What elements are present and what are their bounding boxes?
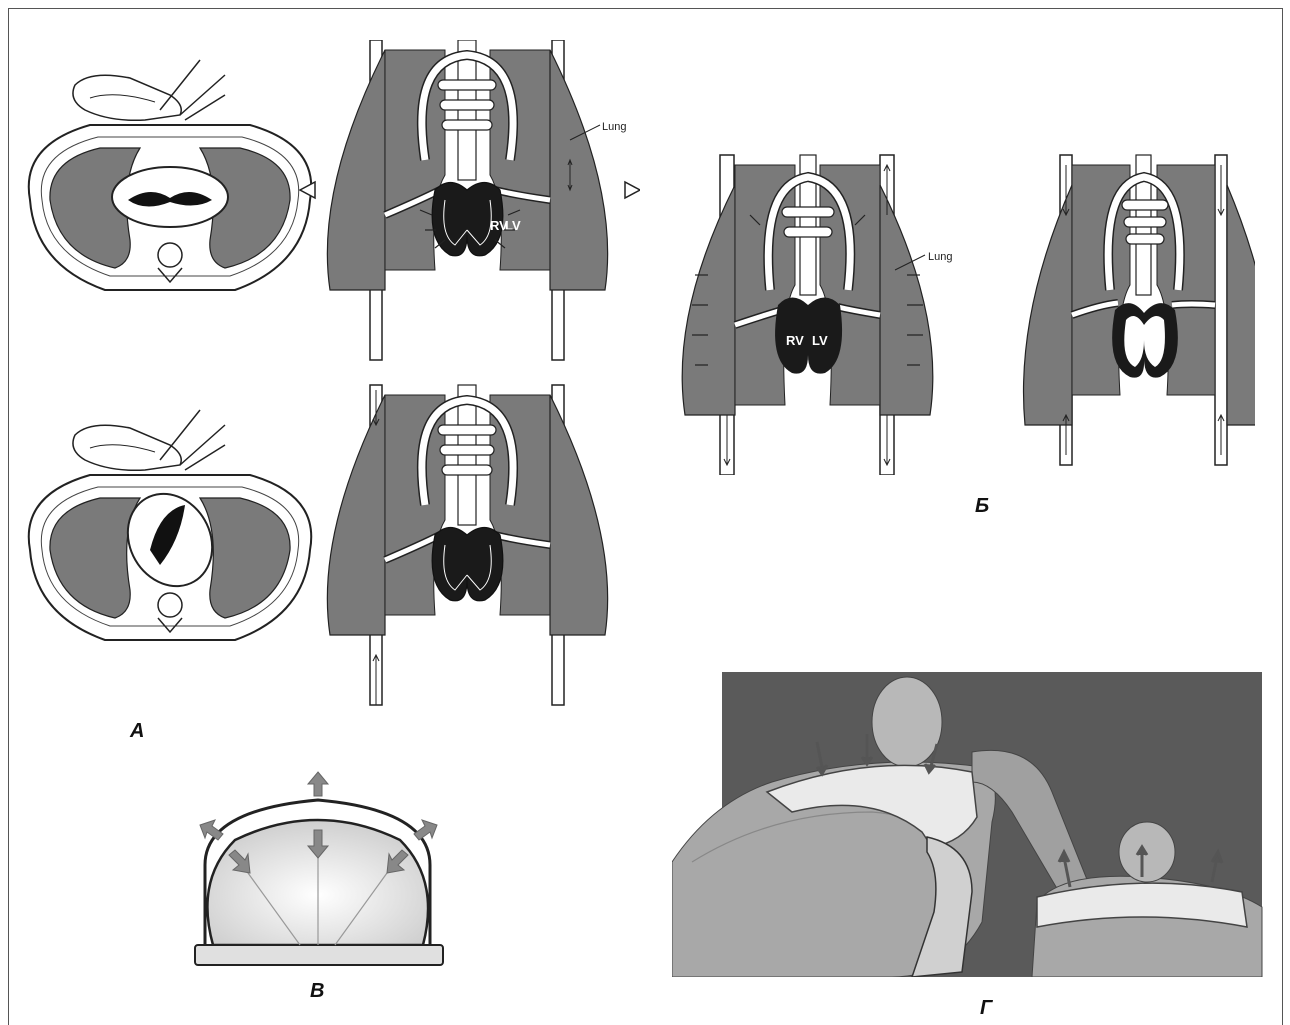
chest-cross-section-bottom [29,475,312,640]
chest-cross-section-top [29,125,312,290]
arrow-up [308,772,328,796]
compression-hands-bottom [73,410,225,470]
heart-lung-diagram-bottom [327,385,607,705]
heart-lung-diagram-b-left: RV LV Lung [682,155,952,475]
panel-a-drawing: RV LV Lung [20,40,640,730]
label-a: А [130,720,144,743]
compression-hands-top [73,60,225,120]
patient-head-2 [1119,822,1175,882]
panel-v: В [185,770,455,1010]
label-g: Г [980,997,992,1020]
panel-b-drawing: RV LV Lung [665,145,1255,475]
panel-b: RV LV Lung [665,145,1255,525]
panel-g-drawing [672,672,1267,977]
lung-label-b: Lung [928,251,952,263]
heart-lung-diagram-top: RV LV Lung [300,40,640,360]
patient-head-1 [872,677,942,767]
panel-a: RV LV Lung А [20,40,640,730]
label-b: Б [975,495,989,518]
lv-label-b: LV [812,333,828,348]
lv-label-top: LV [505,218,521,233]
rv-label-b: RV [786,333,804,348]
lung-label-top: Lung [602,121,626,133]
panel-g: Г [672,672,1267,1017]
heart-lung-diagram-b-right [1024,155,1255,465]
backboard [195,945,443,965]
panel-v-drawing [185,770,455,975]
label-v: В [310,980,324,1003]
arrow-out-right [414,820,437,840]
right-pressure-arrow [625,182,640,198]
